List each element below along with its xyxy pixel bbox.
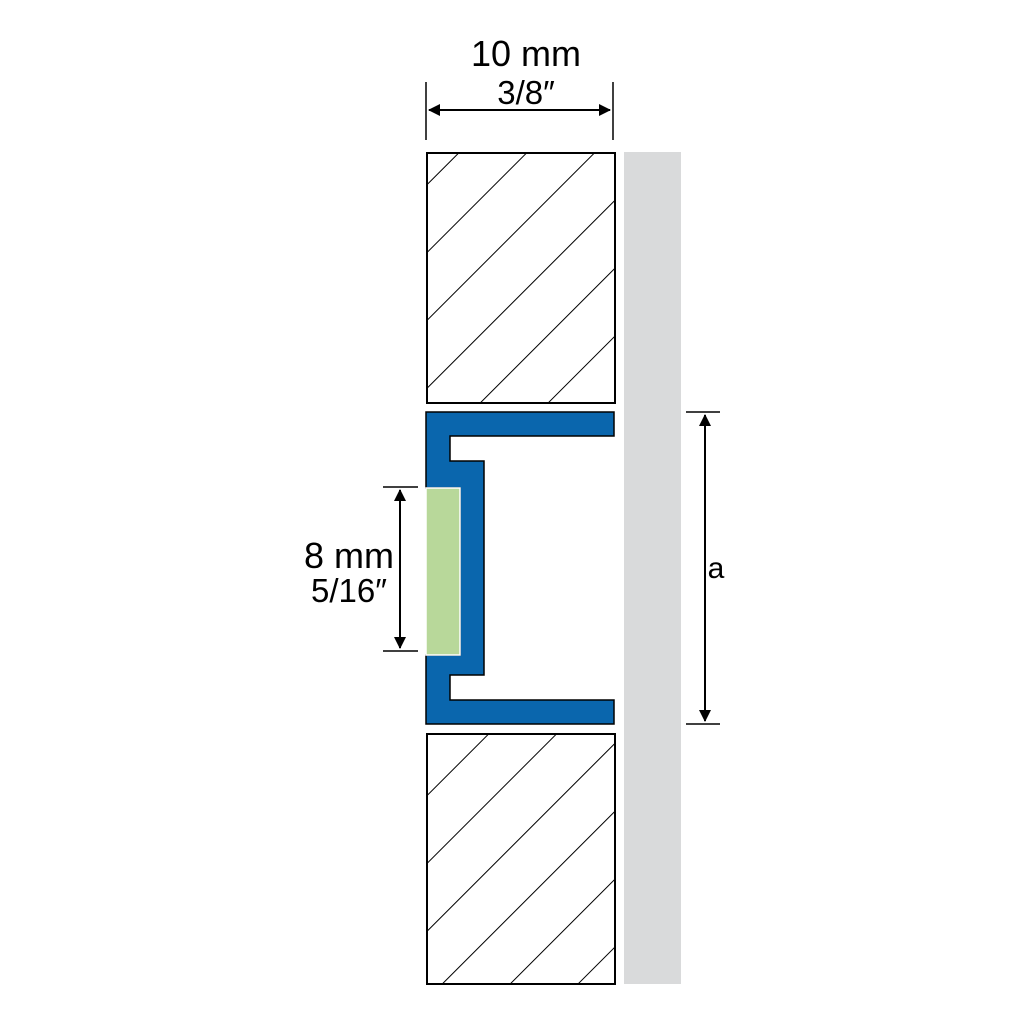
height-imperial-label: 5/16″ [311, 572, 387, 609]
depth-dimension: a [686, 411, 725, 725]
insert-strip [425, 487, 461, 656]
height-dimension: 8 mm 5/16″ [304, 486, 418, 652]
upper-tile [426, 152, 616, 404]
height-metric-label: 8 mm [304, 535, 394, 576]
width-imperial-label: 3/8″ [497, 74, 555, 111]
depth-label: a [708, 552, 725, 585]
width-metric-label: 10 mm [471, 33, 581, 74]
lower-tile [426, 733, 616, 985]
wall-substrate [624, 152, 681, 984]
width-dimension: 10 mm 3/8″ [425, 33, 614, 140]
